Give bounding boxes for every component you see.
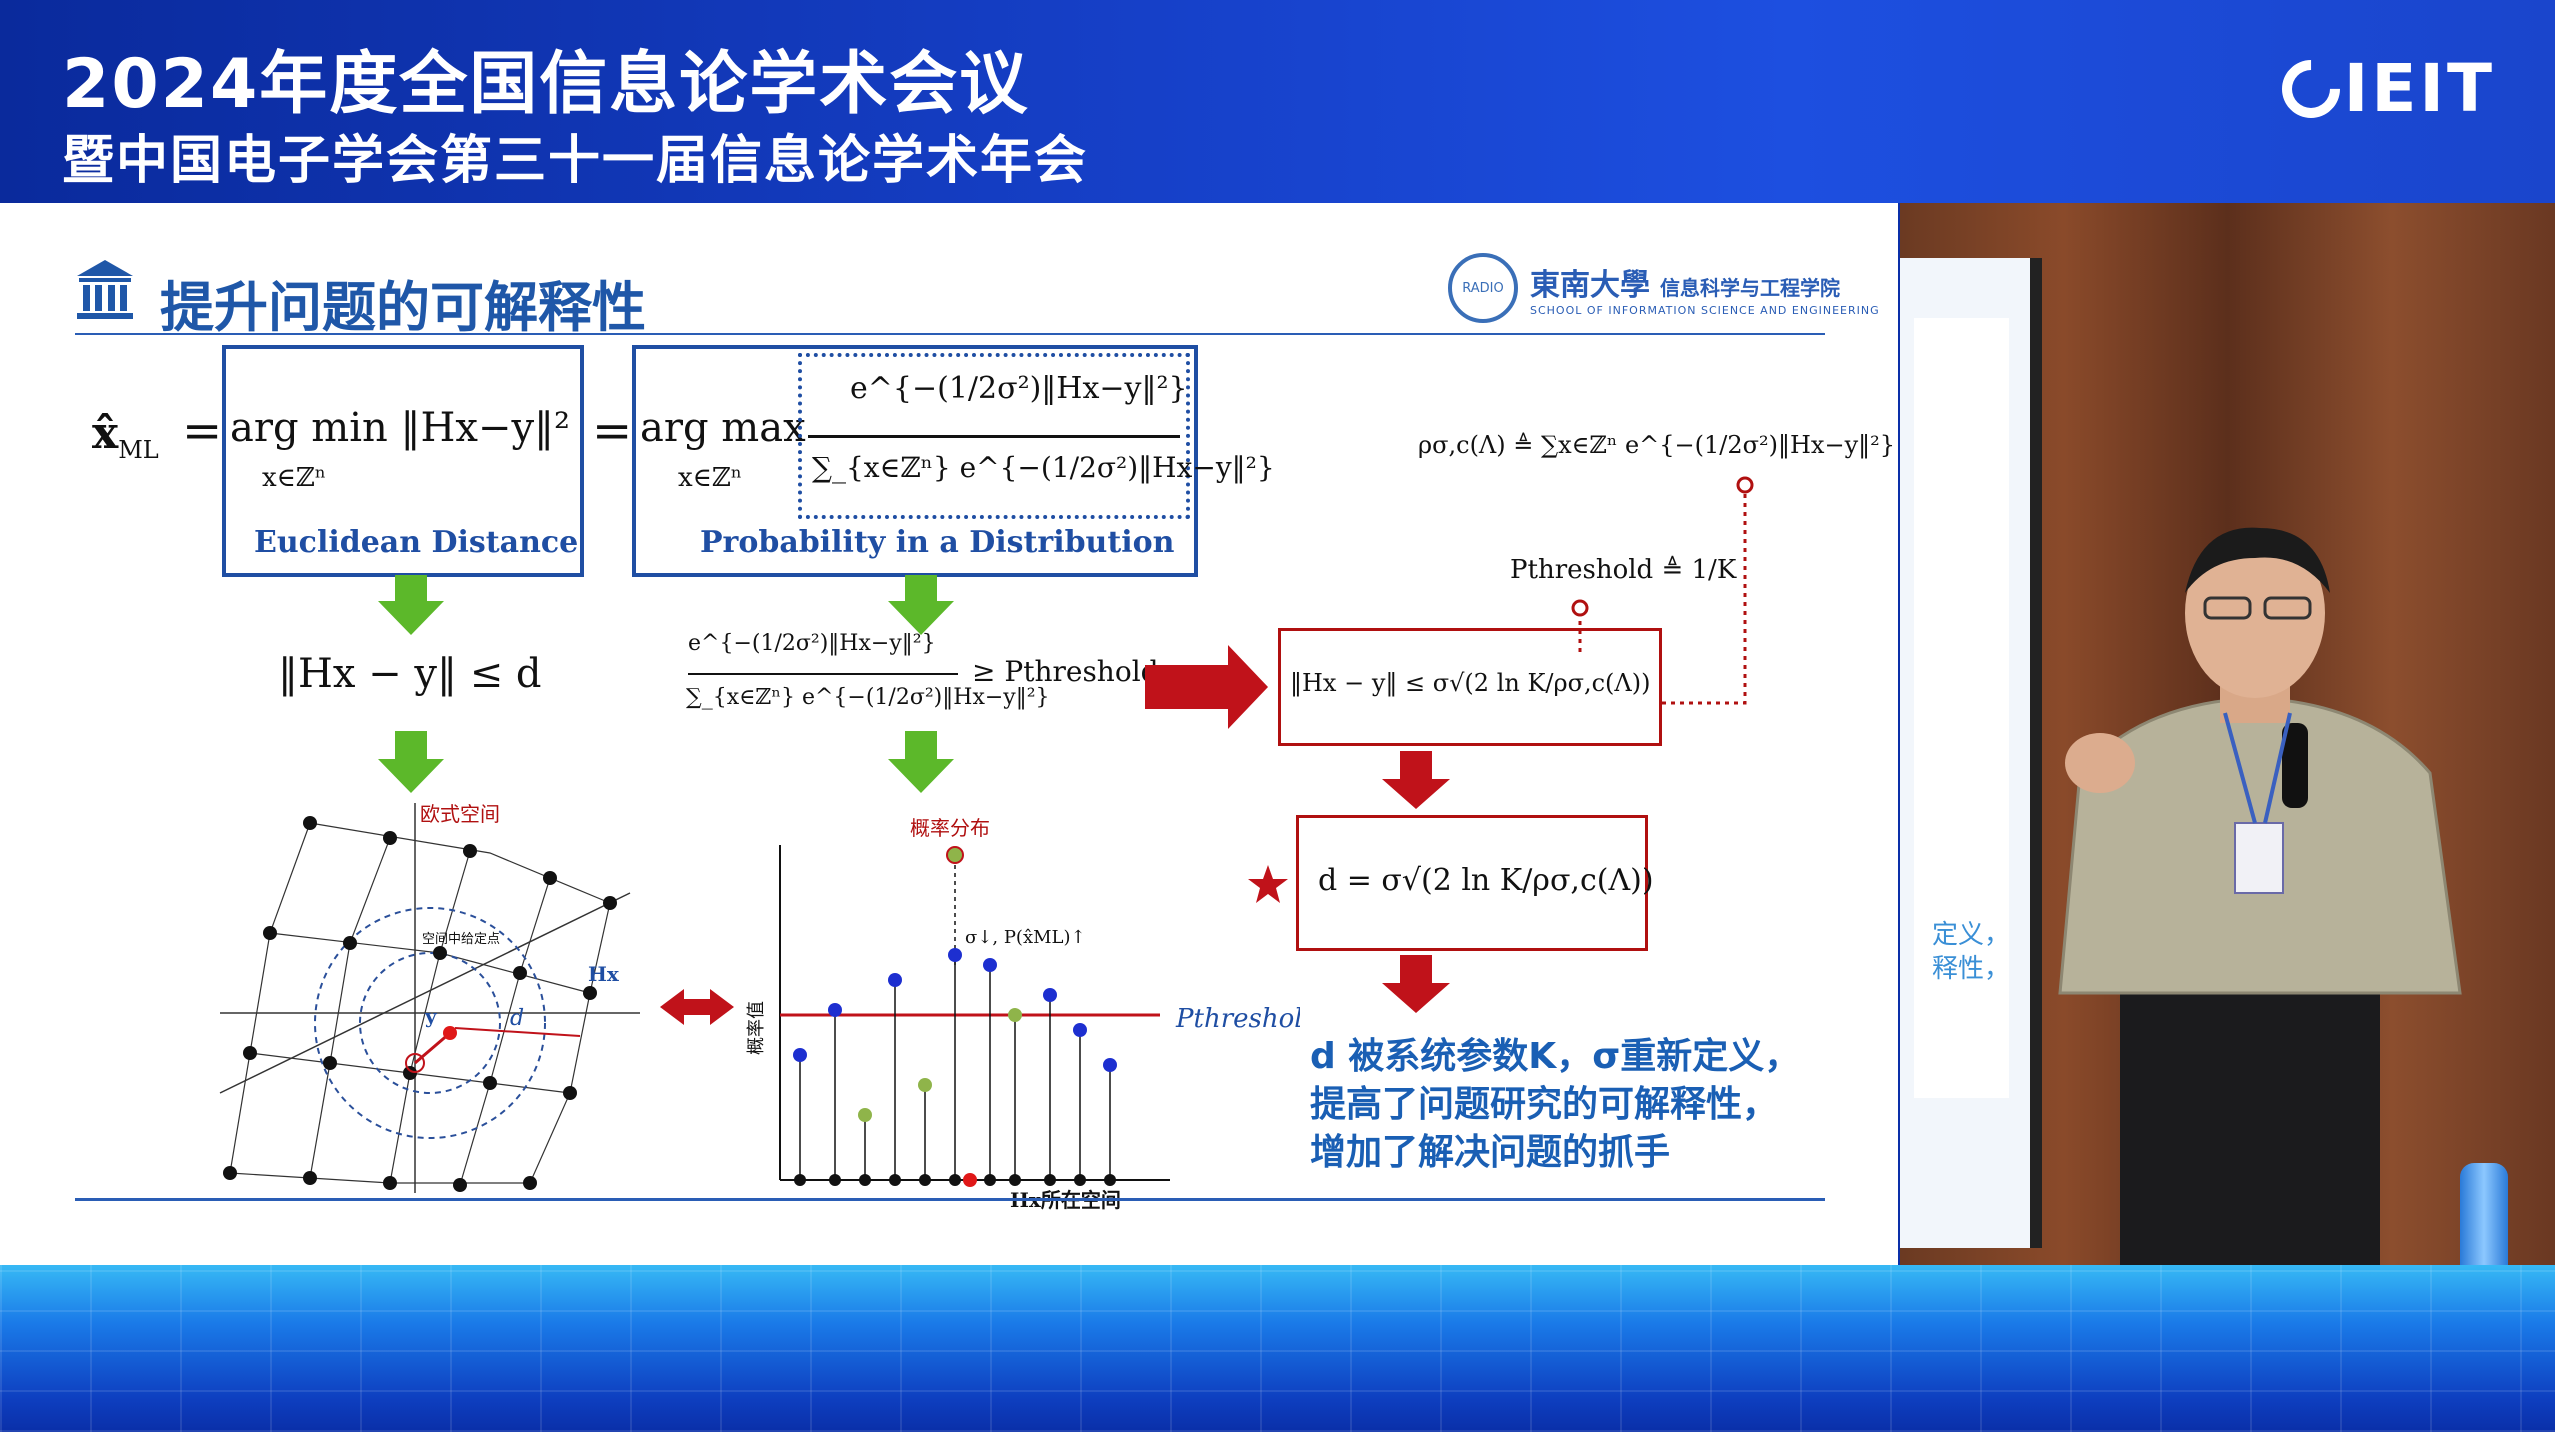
stem-marker (793, 1048, 807, 1062)
star-icon (1248, 865, 1288, 903)
conclusion-line-1: d 被系统参数K，σ重新定义， (1310, 1036, 1801, 1077)
university-seal-icon: RADIO (1448, 253, 1518, 323)
stem-marker (918, 1078, 932, 1092)
stem-marker (948, 948, 962, 962)
ineq-sqrt-box (1278, 628, 1662, 746)
stem-base (889, 1174, 901, 1186)
conclusion-text: d 被系统参数K，σ重新定义， 提高了问题研究的可解释性， 增加了解决问题的抓手 (1310, 1033, 1800, 1177)
university-name: 東南大學 (1530, 267, 1650, 303)
dotted-connector-rho (1660, 485, 1747, 705)
ineq-prob-den: ∑_{x∈ℤⁿ} e^{−(1/2σ²)‖Hx−y‖²} (686, 685, 1050, 710)
conclusion-line-2: 提高了问题研究的可解释性， (1310, 1084, 1779, 1125)
caption-euclidean: Euclidean Distance (254, 525, 579, 560)
school-name: 信息科学与工程学院 (1660, 275, 1840, 300)
stem-base (919, 1174, 931, 1186)
p-threshold-definition: Pthreshold ≜ 1/K (1510, 555, 1737, 585)
d-formula: d = σ√(2 ln K/ρσ,c(Λ)) (1318, 863, 1654, 898)
ineq-sqrt: ‖Hx − y‖ ≤ σ√(2 ln K/ρσ,c(Λ)) (1290, 669, 1651, 697)
water-bottle (2460, 1163, 2508, 1273)
stem-marker (1043, 988, 1057, 1002)
stem-marker (1008, 1008, 1022, 1022)
target-point (963, 1173, 977, 1187)
d-formula-box (1296, 815, 1648, 951)
stem-base (984, 1174, 996, 1186)
fraction-bar (808, 435, 1180, 438)
screen-text-2: 释性， (1931, 954, 2010, 984)
eq-equals-1: = (182, 403, 223, 459)
green-arrow-2 (378, 731, 444, 793)
stem-base (949, 1174, 961, 1186)
ineq-prob-bar (688, 673, 958, 675)
red-arrow-down-2 (1382, 955, 1450, 1013)
stem-base (829, 1174, 841, 1186)
red-arrow-down-1 (1382, 751, 1450, 809)
stem-base (794, 1174, 806, 1186)
fraction-dotted-box (798, 353, 1190, 519)
stem-base (1009, 1174, 1021, 1186)
speaker-figure (2058, 527, 2462, 1273)
eq-argmax: arg max (640, 405, 806, 451)
background-screen: 定义， 释性， (1900, 258, 2042, 1248)
green-arrow-4 (888, 731, 954, 793)
lattice-y: y (424, 1004, 438, 1028)
eq-argmax-sub: x∈ℤⁿ (678, 463, 743, 493)
caption-probability: Probability in a Distribution (700, 525, 1175, 560)
stem-base (1074, 1174, 1086, 1186)
conclusion-line-3: 增加了解决问题的抓手 (1310, 1132, 1671, 1173)
slide-title: 提升问题的可解释性 (160, 276, 646, 339)
dist-threshold: Pthreshold (1175, 1004, 1300, 1034)
arrows-layer (378, 476, 1754, 1025)
eq-argmin: arg min ‖Hx−y‖² (230, 405, 571, 451)
dist-yaxis: 概率值 (746, 1001, 767, 1055)
university-logo: RADIO 東南大學信息科学与工程学院 SCHOOL OF INFORMATIO… (1448, 253, 1880, 323)
dist-annotation: σ↓, P(x̂ML)↑ (965, 927, 1086, 948)
presentation-slide: 提升问题的可解释性 RADIO 東南大學信息科学与工程学院 SCHOOL OF … (0, 203, 1898, 1265)
red-arrow-right (1145, 645, 1268, 729)
red-double-arrow (660, 989, 734, 1025)
lattice-diagram: 欧式空间 空间中给定点 y d Hx (219, 802, 640, 1193)
lattice-d: d (510, 1006, 524, 1031)
stage-floor (0, 1265, 2555, 1432)
distribution-plot: 概率分布 Pthreshold 概率值 Hx所在空间 σ↓, P(x̂ML)↑ (746, 816, 1300, 1210)
ineq-prob-num: e^{−(1/2σ²)‖Hx−y‖²} (688, 631, 936, 656)
banner-title-line2: 暨中国电子学会第三十一届信息论学术年会 (62, 131, 1089, 191)
screen-text-1: 定义， (1931, 920, 2010, 950)
conference-banner: 2024年度全国信息论学术会议 暨中国电子学会第三十一届信息论学术年会 IEIT (0, 0, 2555, 203)
ineq-prob-threshold: ≥ Pthreshold (972, 655, 1159, 688)
speaker-video: 定义， 释性， (1900, 203, 2555, 1273)
eq-frac-den: ∑_{x∈ℤⁿ} e^{−(1/2σ²)‖Hx−y‖²} (812, 451, 1275, 484)
lattice-title: 欧式空间 (420, 802, 500, 826)
stem-base (859, 1174, 871, 1186)
bottom-rule (75, 1198, 1825, 1201)
eq-frac-num: e^{−(1/2σ²)‖Hx−y‖²} (850, 371, 1188, 406)
logo-text: IEIT (2343, 50, 2495, 127)
eq-lhs: x̂ML (92, 408, 159, 464)
eq-argmin-sub: x∈ℤⁿ (262, 463, 327, 493)
green-arrow-3 (888, 575, 954, 635)
stem-marker (858, 1108, 872, 1122)
stem-marker (828, 1003, 842, 1017)
stem-base (1104, 1174, 1116, 1186)
cieit-logo: IEIT (2269, 47, 2495, 130)
green-arrow-1 (378, 575, 444, 635)
ineq-euclidean: ‖Hx − y‖ ≤ d (278, 651, 542, 697)
rho-definition: ρσ,c(Λ) ≜ ∑x∈ℤⁿ e^{−(1/2σ²)‖Hx−y‖²} (1418, 431, 1896, 459)
banner-title-line1: 2024年度全国信息论学术会议 (62, 45, 1030, 124)
school-name-en: SCHOOL OF INFORMATION SCIENCE AND ENGINE… (1530, 303, 1880, 317)
stem-marker (888, 973, 902, 987)
logo-ring-icon (2269, 47, 2352, 130)
stem-marker (1103, 1058, 1117, 1072)
stem-marker (1073, 1023, 1087, 1037)
title-rule (75, 333, 1825, 335)
dist-title: 概率分布 (910, 816, 990, 840)
eq-equals-2: = (592, 403, 633, 459)
stem-base (1044, 1174, 1056, 1186)
building-icon (77, 260, 133, 319)
lattice-point-label: 空间中给定点 (422, 932, 500, 947)
lattice-hx: Hx (588, 962, 620, 986)
stem-marker (983, 958, 997, 972)
